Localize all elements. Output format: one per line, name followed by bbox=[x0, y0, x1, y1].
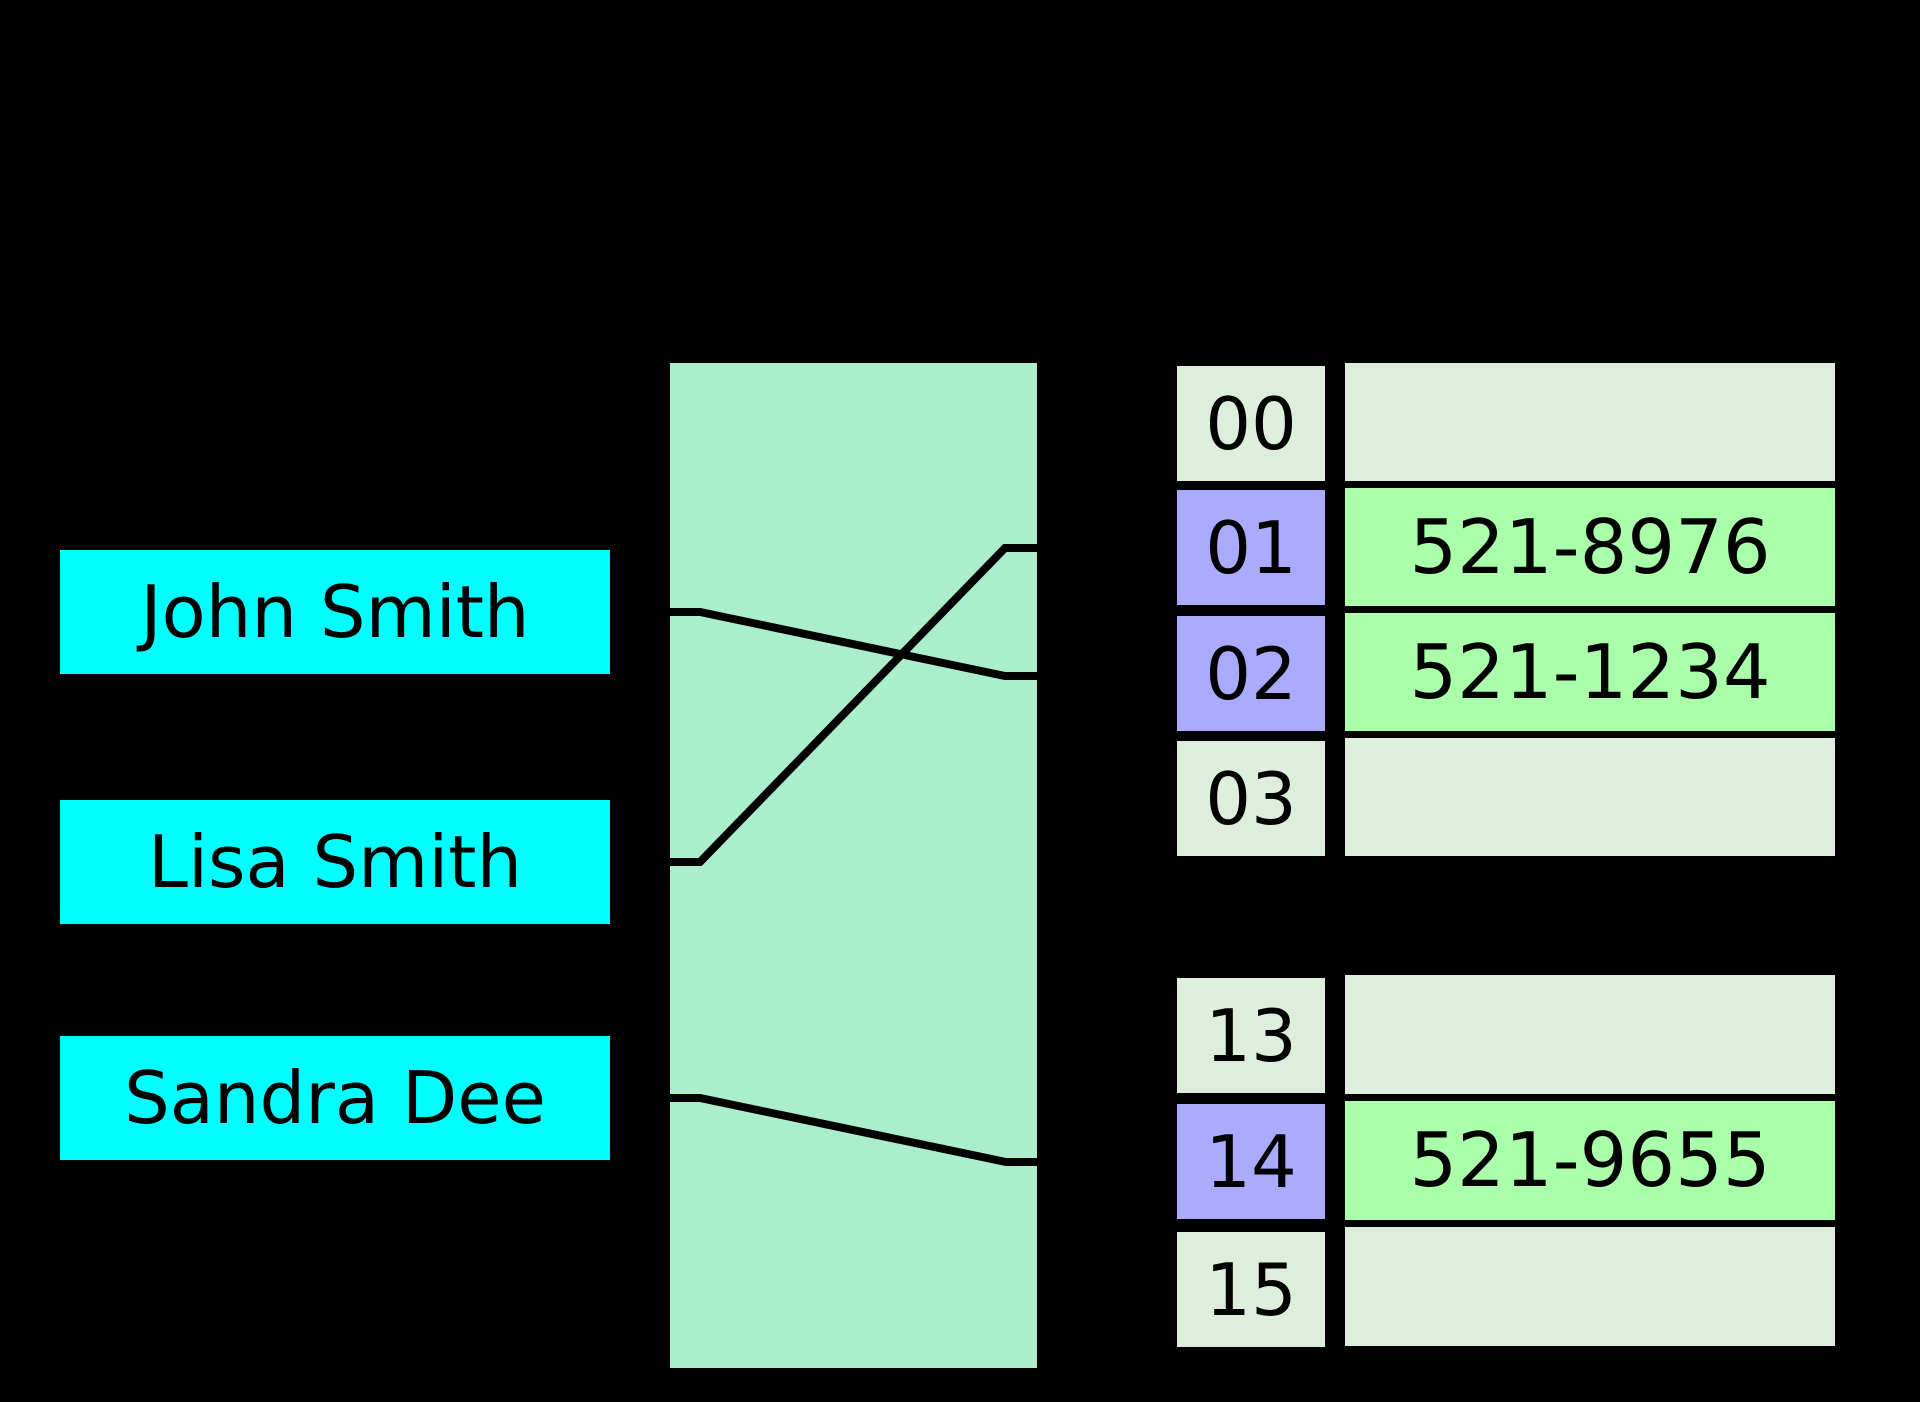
bucket-index-label: 13 bbox=[1205, 993, 1297, 1078]
bucket-value-03 bbox=[1345, 738, 1835, 856]
bucket-index-02: 02 bbox=[1177, 616, 1325, 731]
bucket-index-15: 15 bbox=[1177, 1232, 1325, 1347]
bucket-value-label: 521-8976 bbox=[1409, 502, 1771, 591]
bucket-index-13: 13 bbox=[1177, 978, 1325, 1093]
bucket-value-label: 521-9655 bbox=[1409, 1116, 1771, 1204]
bucket-value-01: 521-8976 bbox=[1345, 488, 1835, 606]
bucket-value-label: 521-1234 bbox=[1409, 627, 1771, 716]
key-label-lisa-smith: Lisa Smith bbox=[147, 820, 523, 904]
bucket-index-14: 14 bbox=[1177, 1104, 1325, 1219]
bucket-index-label: 02 bbox=[1205, 631, 1297, 716]
bucket-index-label: 00 bbox=[1205, 381, 1297, 466]
key-box-sandra-dee: Sandra Dee bbox=[60, 1036, 610, 1160]
bucket-index-03: 03 bbox=[1177, 741, 1325, 856]
key-box-john-smith: John Smith bbox=[60, 550, 610, 674]
bucket-index-label: 03 bbox=[1205, 756, 1297, 841]
hash-function-box bbox=[670, 363, 1037, 1368]
key-label-sandra-dee: Sandra Dee bbox=[124, 1056, 546, 1140]
bucket-value-15 bbox=[1345, 1227, 1835, 1346]
bucket-value-14: 521-9655 bbox=[1345, 1101, 1835, 1220]
bucket-value-00 bbox=[1345, 363, 1835, 481]
bucket-index-label: 15 bbox=[1205, 1247, 1297, 1332]
bucket-index-00: 00 bbox=[1177, 366, 1325, 481]
bucket-index-01: 01 bbox=[1177, 490, 1325, 605]
bucket-index-label: 01 bbox=[1205, 505, 1297, 590]
bucket-index-label: 14 bbox=[1205, 1119, 1297, 1204]
key-label-john-smith: John Smith bbox=[140, 570, 530, 654]
bucket-value-02: 521-1234 bbox=[1345, 613, 1835, 731]
key-box-lisa-smith: Lisa Smith bbox=[60, 800, 610, 924]
bucket-value-13 bbox=[1345, 975, 1835, 1094]
